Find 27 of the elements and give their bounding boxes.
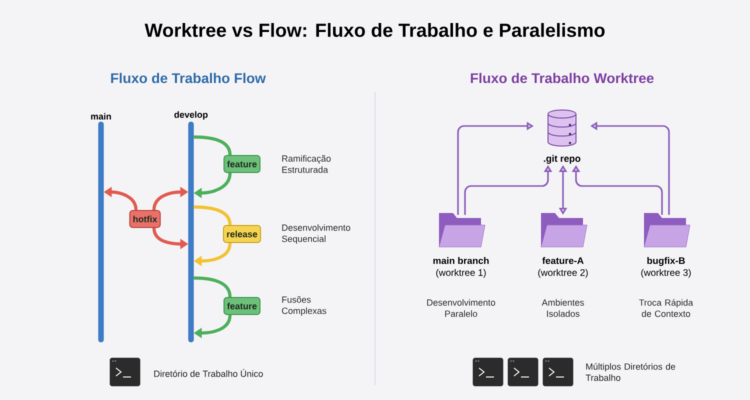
branch-box: feature [224,297,260,315]
description-text: Desenvolvimento Sequencial [282,224,350,244]
branch-box: release [223,225,262,243]
node-label: (worktree 2) [538,268,588,278]
worktree-folder: feature-A (worktree 2) [538,213,588,278]
node-label: (worktree 3) [641,268,691,278]
branch-box: hotfix [129,210,161,228]
branch-line: main [91,113,111,342]
description-text: Troca Rápida de Contexto [639,299,694,317]
branch-line: develop [174,111,208,342]
title: Worktree vs Flow: Fluxo de Trabalho e Paralelismo [144,23,605,37]
caption-text: Múltiplos Diretórios de Trabalho [586,363,676,381]
panel-heading: Fluxo de Trabalho Worktree [470,72,654,84]
description-text: Desenvolvimento Paralelo [427,299,496,317]
worktree-folder: bugfix-B (worktree 3) [641,213,691,278]
description-text: Fusões Complexas [282,296,326,316]
node-label: .git repo [544,154,580,164]
worktree-folder: main branch (worktree 1) [433,213,489,278]
panel-heading: Fluxo de Trabalho Flow [111,72,266,84]
node-label: main branch [433,257,489,264]
branch-box: feature [224,155,260,173]
caption-text: Diretório de Trabalho Único [154,369,263,377]
description-text: Ambientes Isolados [542,299,584,317]
description-text: Ramificação Estruturada [282,155,331,173]
node-label: (worktree 1) [436,268,486,278]
node-label: feature-A [542,257,584,264]
node-label: bugfix-B [647,257,685,266]
